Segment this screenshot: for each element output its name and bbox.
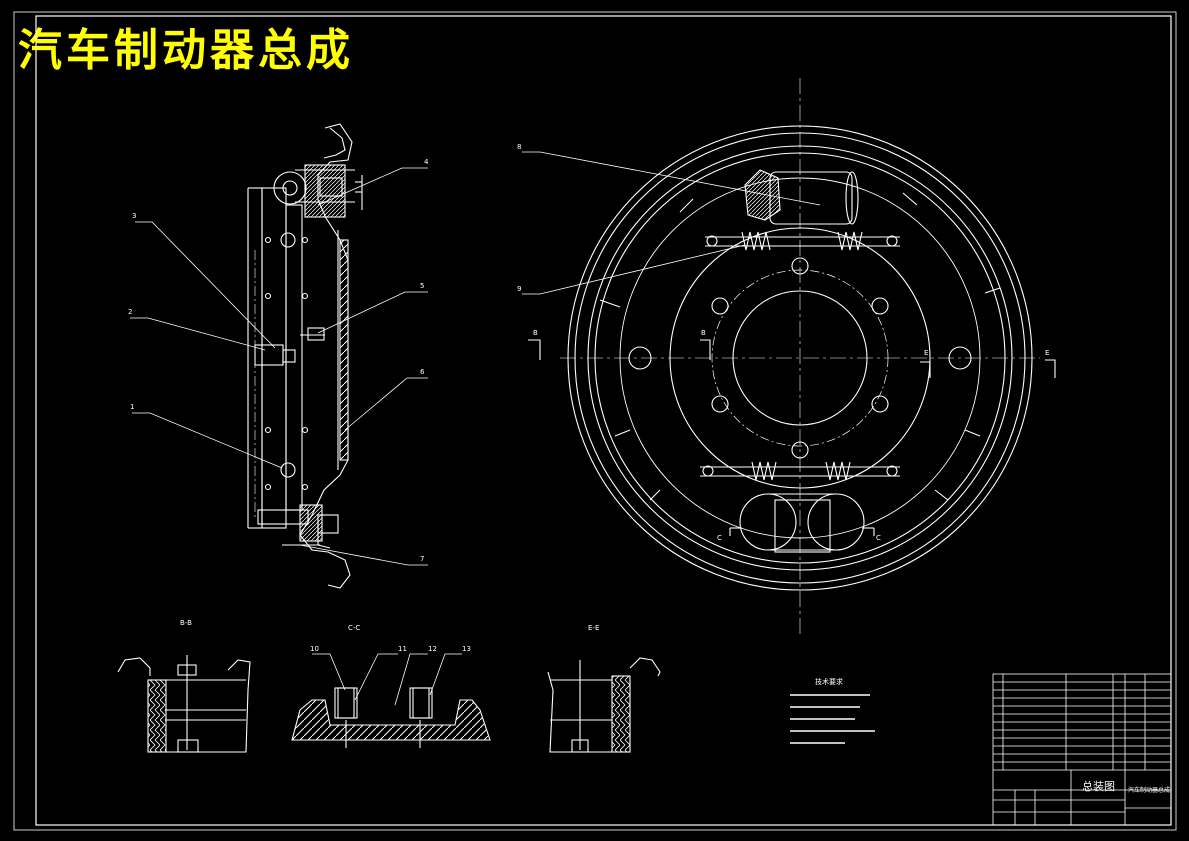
drawing-title: 汽车制动器总成 — [18, 25, 354, 76]
part-label-12: 12 — [428, 645, 437, 653]
notes-title: 技术要求 — [815, 677, 843, 686]
section-ee-label: E-E — [588, 624, 599, 632]
title-block-drawing-name: 总装图 — [1082, 779, 1115, 793]
outer-border — [13, 11, 1177, 831]
inner-border — [35, 15, 1172, 826]
section-cc-label: C-C — [348, 624, 360, 632]
part-label-2: 2 — [128, 308, 132, 316]
title-block-product-name: 汽车制动器总成 — [1128, 786, 1170, 794]
section-mark-c-left: C — [717, 534, 722, 542]
front-view — [528, 78, 1056, 635]
part-label-10: 10 — [310, 645, 319, 653]
side-view-leaders — [130, 167, 428, 566]
side-section-view — [247, 123, 363, 589]
section-cc — [291, 687, 491, 748]
front-view-leaders — [522, 151, 821, 295]
part-label-5: 5 — [420, 282, 424, 290]
part-label-11: 11 — [398, 645, 407, 653]
section-mark-c-right: C — [876, 534, 881, 542]
section-mark-b-right: B — [701, 329, 706, 337]
part-label-4: 4 — [424, 158, 429, 166]
part-label-13: 13 — [462, 645, 471, 653]
part-label-3: 3 — [132, 212, 136, 220]
section-ee — [547, 657, 661, 753]
part-label-7: 7 — [420, 555, 424, 563]
section-mark-e-right: E — [1045, 349, 1049, 357]
part-label-9: 9 — [517, 285, 521, 293]
part-label-1: 1 — [130, 403, 134, 411]
section-bb — [117, 655, 251, 753]
title-block — [992, 673, 1172, 826]
section-cc-leaders — [312, 653, 462, 706]
technical-notes — [790, 694, 875, 744]
section-mark-b-left: B — [533, 329, 538, 337]
section-bb-label: B-B — [180, 619, 192, 627]
part-label-8: 8 — [517, 143, 521, 151]
section-mark-e-left: E — [924, 349, 928, 357]
part-label-6: 6 — [420, 368, 425, 376]
